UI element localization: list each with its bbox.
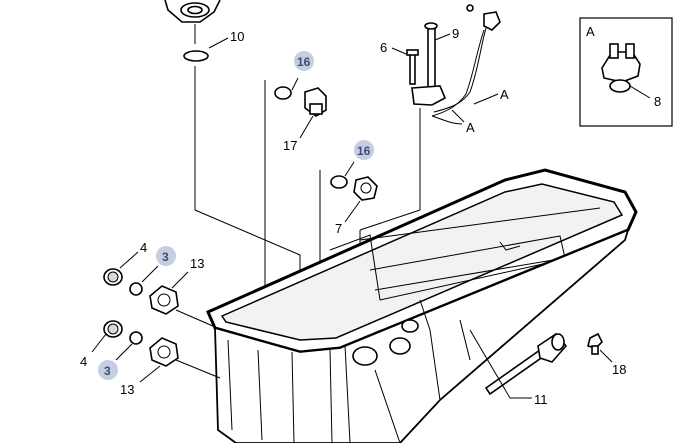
- dipstick-11: [469, 329, 568, 399]
- sensor-connector-harness: [431, 4, 501, 125]
- plug-4-upper: [103, 251, 139, 286]
- callout-16-bubble-mid: [354, 140, 374, 160]
- callout-11: 11: [534, 392, 548, 407]
- callout-A-harness-1: A: [500, 87, 509, 102]
- callout-8: 8: [654, 94, 661, 109]
- bolt-6: [391, 47, 419, 85]
- callout-3-lower: 3: [104, 364, 111, 378]
- bolt-18: [587, 332, 613, 363]
- callout-16-top: 16: [297, 55, 311, 69]
- seal-3-lower: [115, 331, 143, 361]
- gasket-13-upper: [149, 271, 189, 315]
- callout-9: 9: [452, 26, 459, 41]
- callout-3-bubble-upper: [156, 246, 176, 266]
- callout-13-upper: 13: [190, 256, 204, 271]
- callout-3-upper: 3: [162, 250, 169, 264]
- callout-4-upper: 4: [140, 240, 147, 255]
- callout-6: 6: [380, 40, 387, 55]
- inset-detail-a: [579, 17, 673, 127]
- callout-7: 7: [335, 221, 342, 236]
- sensor-housing-part: [164, 0, 221, 44]
- callout-3-bubble-lower: [98, 360, 118, 380]
- o-ring-10: [183, 37, 229, 62]
- plug-4-lower: [91, 320, 123, 353]
- oil-level-switch-17: [274, 77, 327, 139]
- callout-18: 18: [612, 362, 626, 377]
- callout-16-mid: 16: [357, 144, 371, 158]
- callout-4-lower: 4: [80, 354, 87, 369]
- callout-10: 10: [230, 29, 244, 44]
- callout-A-harness-2: A: [466, 120, 475, 135]
- dipstick-tube-9: [411, 22, 451, 106]
- oil-pan-body: [206, 168, 638, 443]
- gasket-13-lower: [139, 337, 179, 383]
- callout-16-bubble-top: [294, 51, 314, 71]
- callout-13-lower: 13: [120, 382, 134, 397]
- inset-title-A: A: [586, 24, 595, 39]
- seal-3-upper: [129, 265, 159, 296]
- plug-7: [330, 161, 378, 223]
- callout-17: 17: [283, 138, 297, 153]
